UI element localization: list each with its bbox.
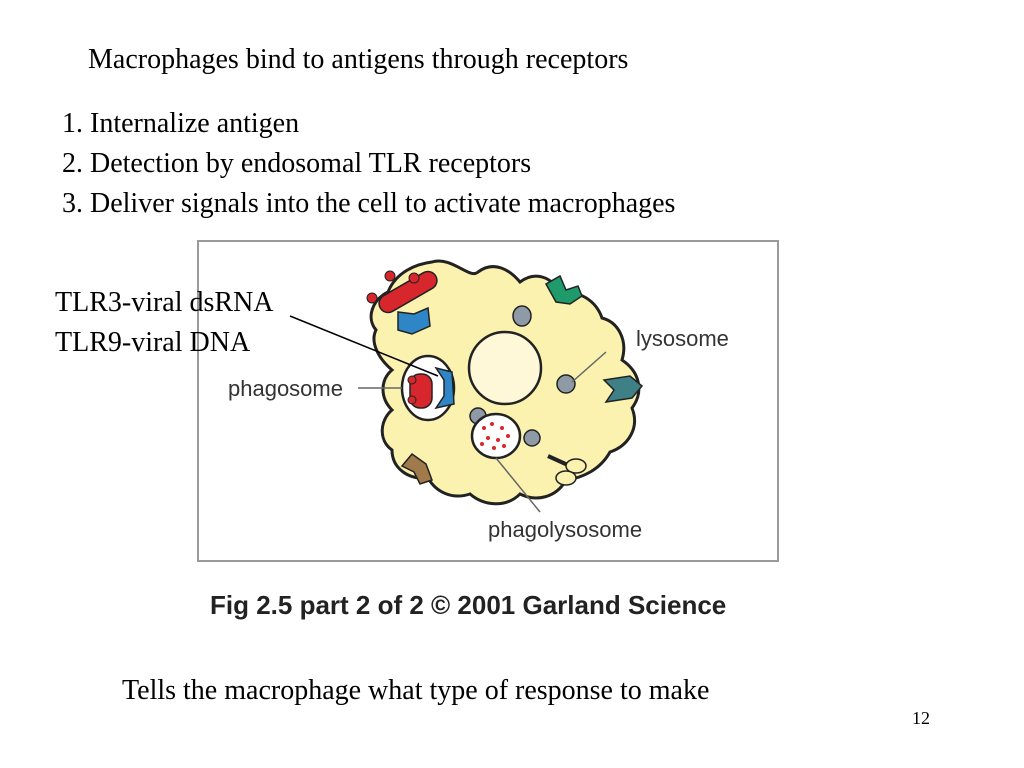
tlr-label: TLR9-viral DNA [55, 327, 251, 358]
tlr-pointer-line [289, 315, 439, 377]
brown-receptor [400, 452, 433, 485]
lysosome [523, 429, 541, 447]
phagosome-label: phagosome [228, 376, 343, 401]
slide-title: Macrophages bind to antigens through rec… [88, 44, 629, 75]
phagolysosome-leader [495, 457, 541, 513]
nucleus [467, 330, 543, 406]
page-number: 12 [912, 708, 930, 728]
bottom-text: Tells the macrophage what type of respon… [122, 675, 710, 706]
surface-bacterium [366, 270, 438, 335]
tlr-label-list: TLR3-viral dsRNA TLR9-viral DNA [55, 283, 274, 363]
phagolysosome-vesicle [470, 412, 522, 460]
bottom-receptor [547, 454, 587, 486]
step-item: 1. Internalize antigen [62, 108, 300, 139]
step-item: 3. Deliver signals into the cell to acti… [62, 188, 676, 219]
figure-caption: Fig 2.5 part 2 of 2 © 2001 Garland Scien… [210, 590, 727, 620]
lysosome [512, 305, 532, 327]
tlr-label: TLR3-viral dsRNA [55, 287, 274, 318]
step-list: 1. Internalize antigen 2. Detection by e… [62, 104, 675, 224]
step-item: 2. Detection by endosomal TLR receptors [62, 148, 532, 179]
phagosome-vesicle [400, 354, 456, 422]
lysosome [556, 374, 576, 394]
green-receptor [544, 274, 583, 305]
teal-receptor [602, 375, 644, 404]
lysosome-label: lysosome [636, 326, 729, 351]
lysosome-leader [571, 351, 607, 383]
phagolysosome-label: phagolysosome [488, 517, 642, 542]
